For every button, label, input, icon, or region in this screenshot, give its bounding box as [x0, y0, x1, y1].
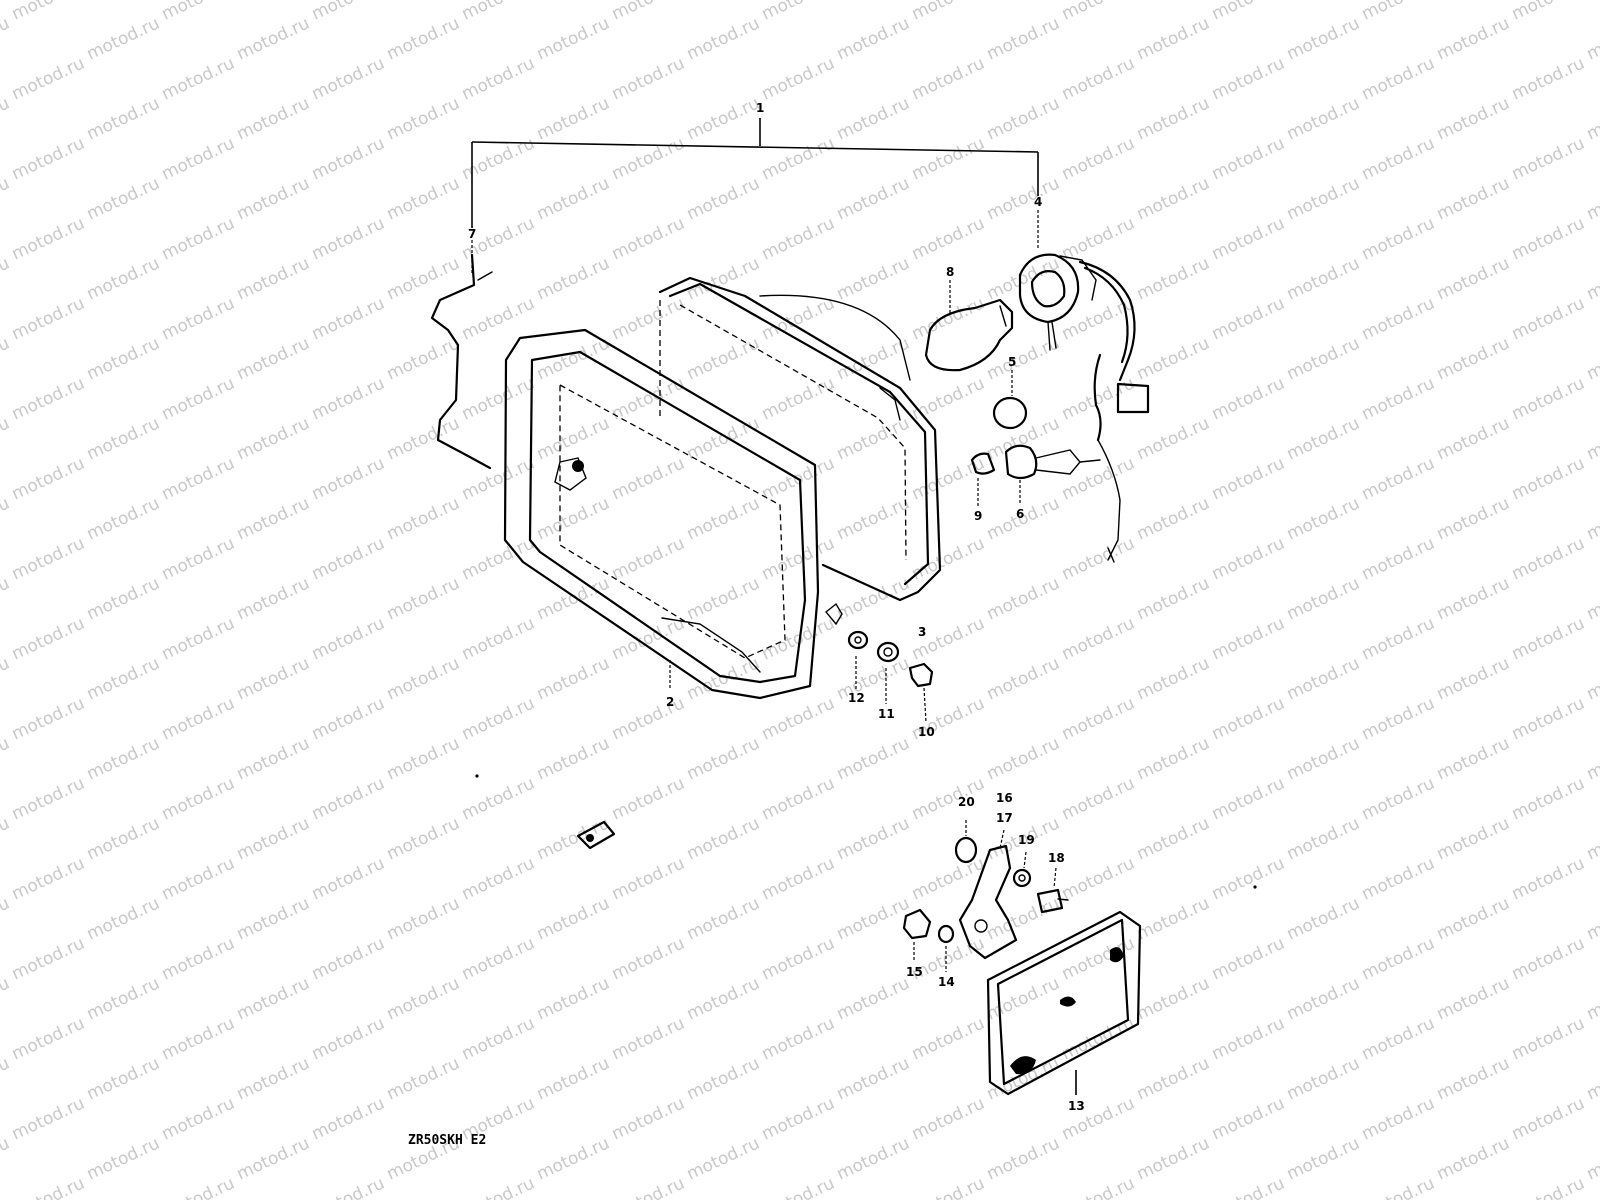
- callout-3: 3: [918, 625, 926, 639]
- callout-5: 5: [1008, 355, 1016, 369]
- callout-12: 12: [848, 691, 865, 705]
- callout-labels: 1 2 3 4 5 6 7 8 9 10 11 12 13 14 15 16 1…: [468, 101, 1085, 1113]
- callout-16: 16: [996, 791, 1013, 805]
- wire-spring-part: [430, 240, 493, 470]
- callout-2: 2: [666, 695, 674, 709]
- callout-14: 14: [938, 975, 955, 989]
- mounting-hardware: [825, 602, 934, 723]
- callout-6: 6: [1016, 507, 1024, 521]
- headlight-rim-part: [503, 328, 820, 700]
- position-socket-part: [1004, 444, 1101, 504]
- callout-7: 7: [468, 227, 476, 241]
- grommet-part: [992, 370, 1028, 430]
- callout-4: 4: [1034, 195, 1042, 209]
- diagram-code: ZR50SKH E2: [408, 1133, 486, 1148]
- callout-8: 8: [946, 265, 954, 279]
- small-bracket-part: [475, 774, 1257, 889]
- callout-9: 9: [974, 509, 982, 523]
- callout-18: 18: [1048, 851, 1065, 865]
- license-light-assembly: [902, 820, 1142, 1096]
- callout-1: 1: [756, 101, 764, 115]
- bulb-socket-part: [1018, 210, 1150, 563]
- callout-20: 20: [958, 795, 975, 809]
- callout-15: 15: [906, 965, 923, 979]
- headlight-bulb-part: [924, 280, 1014, 372]
- callout-17: 17: [996, 811, 1013, 825]
- position-bulb-part: [970, 452, 996, 506]
- callout-13: 13: [1068, 1099, 1085, 1113]
- assembly-bracket: [471, 118, 1039, 228]
- callout-10: 10: [918, 725, 935, 739]
- headlight-unit-part: [658, 276, 942, 602]
- callout-11: 11: [878, 707, 895, 721]
- callout-19: 19: [1018, 833, 1035, 847]
